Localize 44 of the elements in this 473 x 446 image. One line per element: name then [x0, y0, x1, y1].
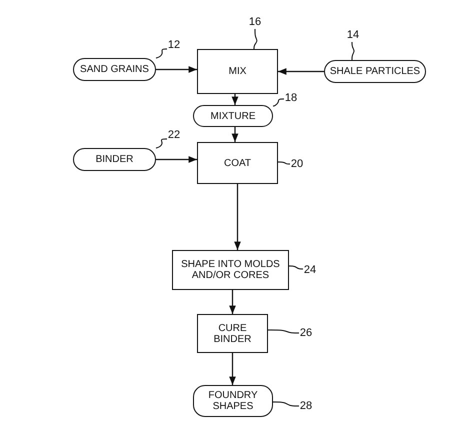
process-box [197, 49, 278, 94]
process-box [197, 314, 268, 353]
leader-line [254, 28, 258, 50]
node-label: COAT [224, 158, 252, 168]
reference-number: 18 [284, 92, 298, 104]
leader-line [288, 266, 304, 270]
arrow [234, 184, 241, 250]
node-label: SHALE PARTICLES [330, 66, 420, 77]
reference-number: 20 [290, 158, 304, 170]
leader-line [272, 98, 284, 106]
terminal-pill [73, 58, 156, 81]
leader-line [156, 48, 168, 58]
node-label: SAND GRAINS [80, 64, 149, 75]
process-box [172, 250, 289, 290]
node-label: FOUNDRY SHAPES [207, 390, 259, 412]
reference-number: 28 [300, 400, 312, 412]
arrow [156, 156, 197, 163]
terminal-pill [324, 60, 426, 83]
node-label: MIXTURE [210, 110, 256, 122]
reference-number: 26 [300, 327, 312, 339]
terminal-pill [193, 385, 273, 417]
process-box [197, 142, 278, 184]
terminal-pill [73, 148, 156, 171]
arrow [278, 68, 324, 75]
terminal-pill [193, 105, 273, 127]
leader-line [278, 162, 290, 164]
reference-number: 16 [248, 16, 262, 28]
arrow [229, 290, 236, 314]
leader-line [352, 42, 354, 60]
node-label: SHAPE INTO MOLDS AND/OR CORES [180, 259, 281, 281]
leader-line [268, 330, 300, 334]
node-label: BINDER [96, 154, 134, 165]
arrow [229, 353, 236, 385]
leader-line [156, 138, 168, 148]
node-label: MIX [228, 66, 246, 77]
arrow [156, 66, 197, 73]
reference-number: 12 [168, 39, 180, 51]
arrow [232, 127, 238, 142]
reference-number: 22 [168, 129, 180, 141]
arrow [232, 94, 238, 105]
leader-line [272, 402, 300, 406]
node-label: CURE BINDER [212, 322, 252, 344]
reference-number: 14 [346, 29, 360, 41]
reference-number: 24 [304, 264, 316, 276]
